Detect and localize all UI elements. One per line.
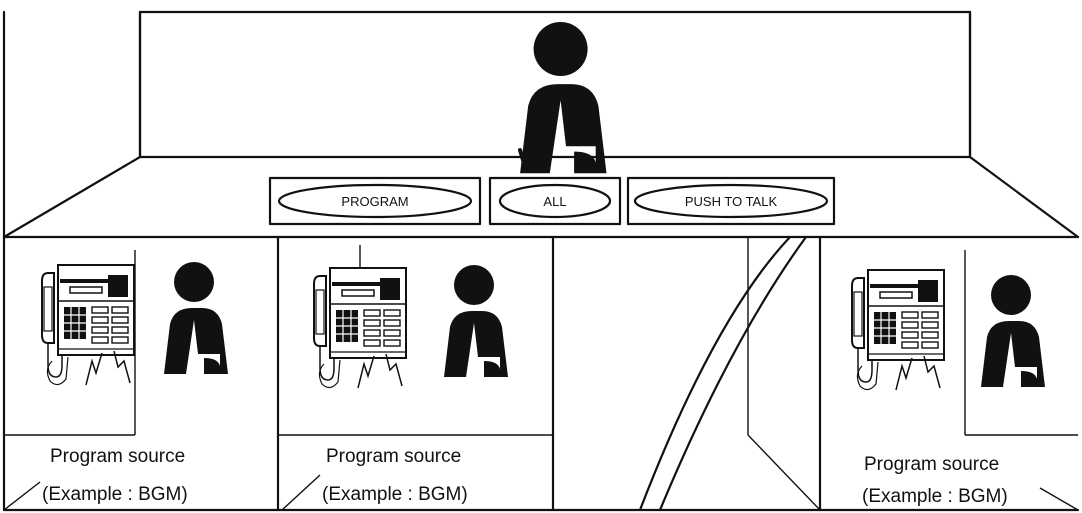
- person-icon-room-2: [444, 265, 508, 377]
- operator-person-icon: [520, 22, 607, 174]
- caption-room-1-line1: Program source: [50, 446, 185, 467]
- cable: [638, 235, 792, 512]
- program-button[interactable]: PROGRAM: [277, 183, 473, 219]
- phone-icon-room-1: [41, 264, 135, 386]
- control-panel: [268, 176, 836, 226]
- push-to-talk-button-label: PUSH TO TALK: [685, 194, 778, 209]
- person-icon-room-3: [981, 275, 1045, 387]
- room-walls: [2, 10, 1080, 239]
- lower-rooms: [2, 235, 1080, 512]
- caption-room-1-line2: (Example : BGM): [42, 484, 188, 505]
- phone-icon-room-2: [313, 267, 407, 389]
- push-to-talk-button[interactable]: PUSH TO TALK: [633, 183, 829, 219]
- program-button-label: PROGRAM: [341, 194, 408, 209]
- caption-room-2-line1: Program source: [326, 446, 461, 467]
- caption-room-2-line2: (Example : BGM): [322, 484, 468, 505]
- all-button[interactable]: ALL: [498, 183, 612, 219]
- person-icon-room-1: [164, 262, 228, 374]
- phone-icon-room-3: [851, 269, 945, 391]
- all-button-label: ALL: [543, 194, 566, 209]
- caption-room-3-line1: Program source: [864, 454, 999, 475]
- caption-room-3-line2: (Example : BGM): [862, 486, 1008, 507]
